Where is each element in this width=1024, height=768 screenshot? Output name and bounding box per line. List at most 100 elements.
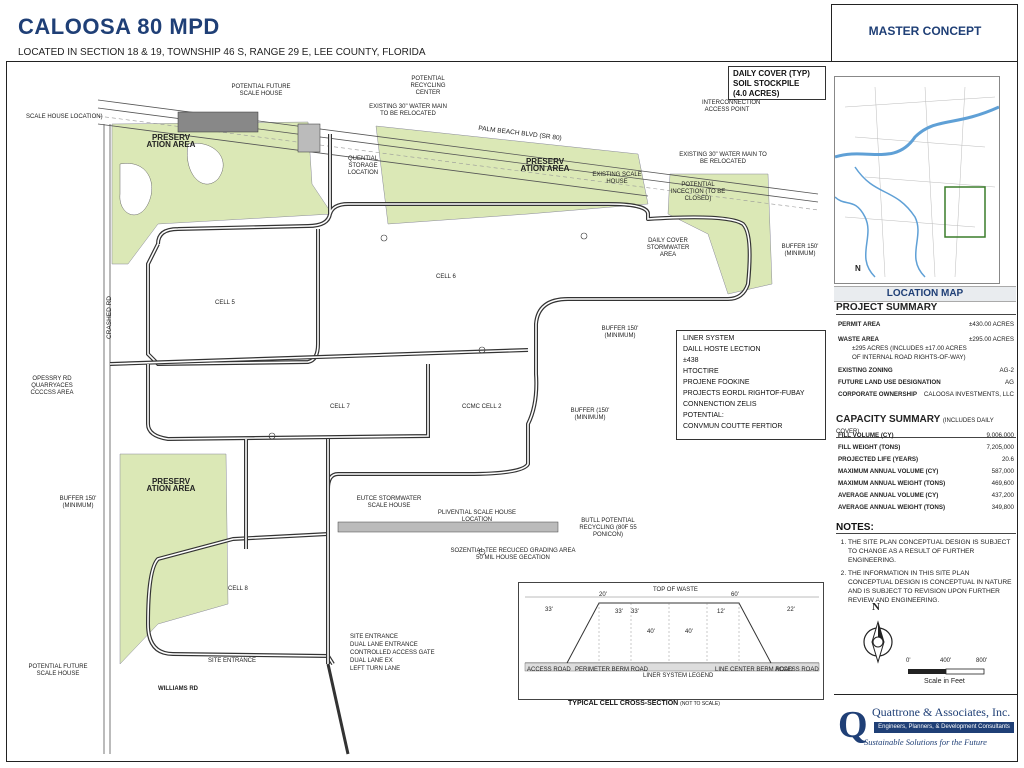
cell5-loop-center: [147, 229, 319, 365]
summary-landuse-value: AG: [1005, 379, 1014, 386]
capacity-heading-note: (INCLUDES DAILY COVER): [836, 418, 994, 435]
summary-row-waste: WASTE AREA ±295.00 ACRES ±295 ACRES (INC…: [838, 335, 1014, 365]
xs-dim-3: 33': [545, 607, 553, 613]
williams-rd-label: WILLIAMS RD: [158, 686, 198, 692]
xs-bottom-3: LINER SYSTEM LEGEND: [643, 673, 714, 679]
entrance-notes-title: SITE ENTRANCE: [350, 634, 399, 640]
pond-2: [186, 142, 224, 185]
ccmc-cell-label: CCMC CELL 2: [462, 404, 502, 410]
capacity-value: 20.6: [1001, 456, 1014, 463]
preserve-area-east: [667, 173, 773, 295]
daily-cover-box: DAILY COVER (TYP) SOIL STOCKPILE (4.0 AC…: [728, 66, 826, 100]
summary-waste-value: ±295.00 ACRES: [968, 336, 1014, 343]
entrance-road: [326, 663, 350, 755]
xs-base: [524, 662, 820, 672]
north-building: [297, 123, 321, 153]
legend-line-5: PROJENE FOOKINE: [683, 379, 750, 386]
existing-scale-label: EXISTING SCALE HOUSE: [592, 172, 642, 185]
daily-cover-line2: SOIL STOCKPILE: [733, 79, 800, 88]
capacity-label: PROJECTED LIFE (YEARS): [838, 456, 919, 463]
preserve-label-2: PRESERV ATION AREA: [520, 157, 570, 173]
north-arrow-icon: [863, 620, 893, 664]
legend-line-4: HTOCTIRE: [683, 368, 719, 375]
summary-ownership-label: CORPORATE OWNERSHIP: [838, 391, 917, 398]
locmap-river: [835, 105, 999, 159]
lower-note-label: SOZENTIAL TEE RECUCED GRADING AREA 50 MI…: [450, 548, 576, 561]
liner-legend-box: LINER SYSTEM DAILL HOSTE LECTION ±438 HT…: [676, 330, 826, 440]
capacity-summary-heading: CAPACITY SUMMARY (INCLUDES DAILY COVER): [836, 414, 1016, 438]
summary-waste-note: ±295 ACRES (INCLUDES ±17.00 ACRES: [852, 345, 967, 352]
capacity-value: 437,200: [991, 492, 1014, 499]
page-subtitle: LOCATED IN SECTION 18 & 19, TOWNSHIP 46 …: [18, 47, 426, 58]
north-arrow: N: [858, 602, 898, 668]
xs-dim-4: 22': [787, 607, 795, 613]
locmap-roads: [844, 86, 996, 278]
marker-circle-5: [478, 548, 486, 556]
capacity-label: FILL VOLUME (CY): [838, 432, 894, 439]
note-item-1: THE SITE PLAN CONCEPTUAL DESIGN IS SUBJE…: [848, 538, 1016, 565]
interconnection-label: INTERCONNECTION ACCESS POINT: [702, 100, 761, 113]
cell6-label: CELL 6: [436, 274, 456, 280]
locmap-coast: [835, 196, 876, 278]
xs-bottom-2: PERIMETER BERM ROAD: [575, 667, 649, 673]
capacity-label: FILL WEIGHT (TONS): [838, 444, 901, 451]
cell8-label: CELL 8: [228, 586, 248, 592]
buffer-label-east: BUFFER 150' (MINIMUM): [781, 244, 819, 257]
scale-mid: 400': [940, 658, 952, 664]
marker-circle-4: [268, 432, 276, 440]
firm-name: Quattrone & Associates, Inc.: [872, 705, 1011, 719]
water-main-label-1: EXISTING 30" WATER MAIN TO BE RELOCATED: [369, 104, 447, 117]
summary-permit-value: ±430.00 ACRES: [968, 321, 1014, 328]
xs-bottom-5: ACCESS ROAD: [775, 667, 819, 673]
capacity-value: 587,000: [991, 468, 1014, 475]
preserve-label-3: PRESERV ATION AREA: [146, 477, 196, 493]
xs-dim-2: 60': [731, 592, 739, 598]
summary-zoning-value: AG-2: [999, 367, 1014, 374]
capacity-value: 349,800: [991, 504, 1014, 511]
legend-line-9: CONVMUN COUTTE FERTIOR: [683, 423, 783, 430]
legend-line-8: POTENTIAL:: [683, 412, 724, 419]
cross-road-1-center: [109, 349, 529, 365]
locmap-creek: [854, 166, 926, 278]
location-map-svg: [835, 77, 999, 283]
cross-section-caption: TYPICAL CELL CROSS-SECTION (NOT TO SCALE…: [568, 700, 720, 707]
firm-band: Engineers, Planners, & Development Consu…: [874, 722, 1014, 733]
scale-end: 800': [976, 658, 988, 664]
potential-recycling-label: POTENTIAL RECYCLING CENTER: [410, 76, 446, 96]
xs-dim-9: 33': [631, 609, 639, 615]
cell7-loop-center: [147, 364, 429, 440]
cell7-label: CELL 7: [330, 404, 350, 410]
site-entrance-label: SITE ENTRANCE: [208, 658, 257, 664]
potential-storage-label: QUENTIAL STORAGE LOCATION: [347, 156, 379, 176]
scale-bar-graphic: [908, 668, 985, 675]
buffer-label-west: BUFFER 150' (MINIMUM): [59, 496, 97, 509]
master-concept-header: MASTER CONCEPT: [832, 4, 1018, 62]
highway-edge-3: [97, 123, 649, 197]
preserve-label-1: PRESERV ATION AREA: [146, 133, 196, 149]
entrance-note-1: DUAL LANE ENTRANCE: [350, 642, 418, 648]
pond-1: [119, 163, 152, 215]
summary-waste-note2: OF INTERNAL ROAD RIGHTS-OF-WAY): [852, 354, 966, 361]
daily-cover-line3: (4.0 ACRES): [733, 89, 780, 98]
buffer-label-center: BUFFER (150' (MINIMUM): [570, 408, 610, 421]
legend-line-3: ±438: [683, 357, 699, 364]
scale-zero: 0': [906, 658, 911, 664]
notes-heading: NOTES:: [836, 522, 1016, 534]
xs-bottom-4: LINE CENTER BERM ROAD: [715, 667, 793, 673]
buffer-label-mid: BUFFER 150' (MINIMUM): [601, 326, 639, 339]
entrance-note-3: DUAL LANE EX: [350, 658, 393, 664]
location-map: N: [834, 76, 1000, 284]
cell5-loop: [146, 229, 320, 367]
firm-logo-block: Q Quattrone & Associates, Inc. Engineers…: [834, 694, 1018, 759]
xs-dim-lines: [598, 603, 740, 663]
daily-cover-line1: DAILY COVER (TYP): [733, 69, 810, 78]
capacity-heading-text: CAPACITY SUMMARY: [836, 414, 941, 425]
notes-list: THE SITE PLAN CONCEPTUAL DESIGN IS SUBJE…: [836, 538, 1016, 605]
crashed-rd-label: CRASHED RD: [105, 296, 113, 339]
legend-line-1: LINER SYSTEM: [683, 335, 735, 342]
master-concept-label: MASTER CONCEPT: [868, 24, 982, 38]
cell7-loop: [146, 364, 430, 442]
water-main-label-2: EXISTING 30" WATER MAIN TO BE RELOCATED: [679, 152, 767, 165]
scale-house-strip: [337, 521, 559, 533]
summary-landuse-label: FUTURE LAND USE DESIGNATION: [838, 379, 941, 386]
